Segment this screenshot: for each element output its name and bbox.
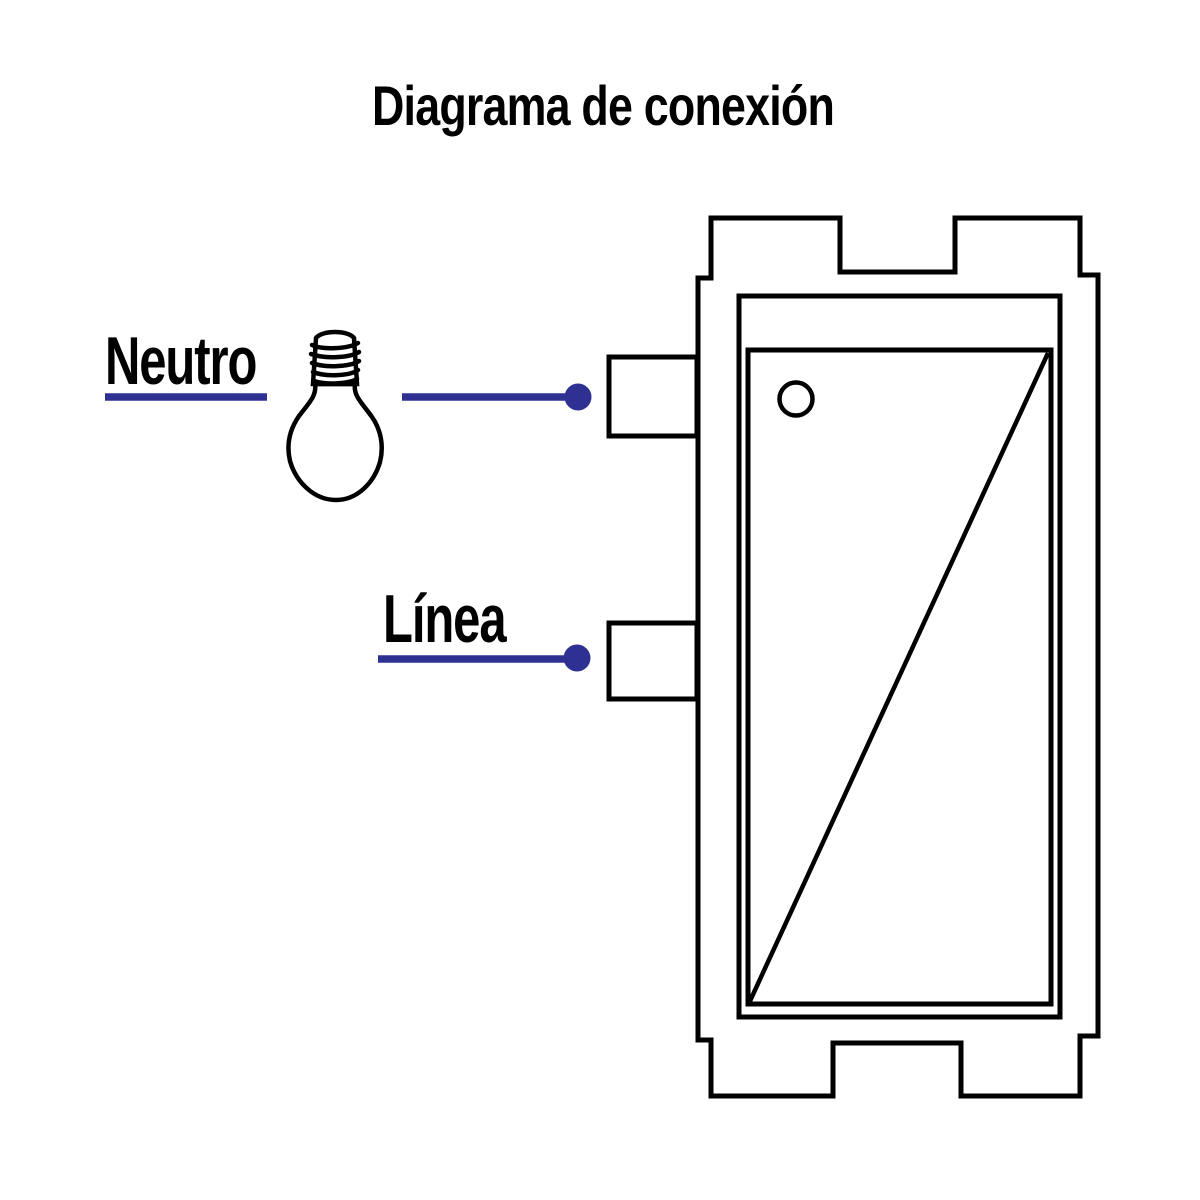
neutro-wire-terminal-dot — [564, 383, 592, 411]
bulb-screw-ridge — [311, 376, 360, 386]
light-bulb-icon — [286, 329, 384, 503]
bulb-screw-ridge — [310, 367, 361, 378]
page-title: Diagrama de conexión — [372, 74, 835, 137]
bulb-screw-ridge — [308, 349, 362, 360]
rocker-diagonal-line — [747, 352, 1051, 1002]
bulb-body — [286, 381, 384, 503]
bulb-screw-ridge — [309, 340, 361, 351]
rocker-screw-hole — [777, 380, 815, 418]
wires — [105, 383, 592, 672]
terminal-tab-neutro — [606, 354, 700, 439]
linea-wire-terminal-dot — [563, 644, 591, 672]
label-linea: Línea — [383, 581, 507, 657]
label-neutro: Neutro — [105, 323, 257, 399]
terminal-tab-linea — [606, 620, 700, 702]
bulb-screw-ridge — [309, 358, 362, 369]
switch-module — [606, 215, 1101, 1099]
